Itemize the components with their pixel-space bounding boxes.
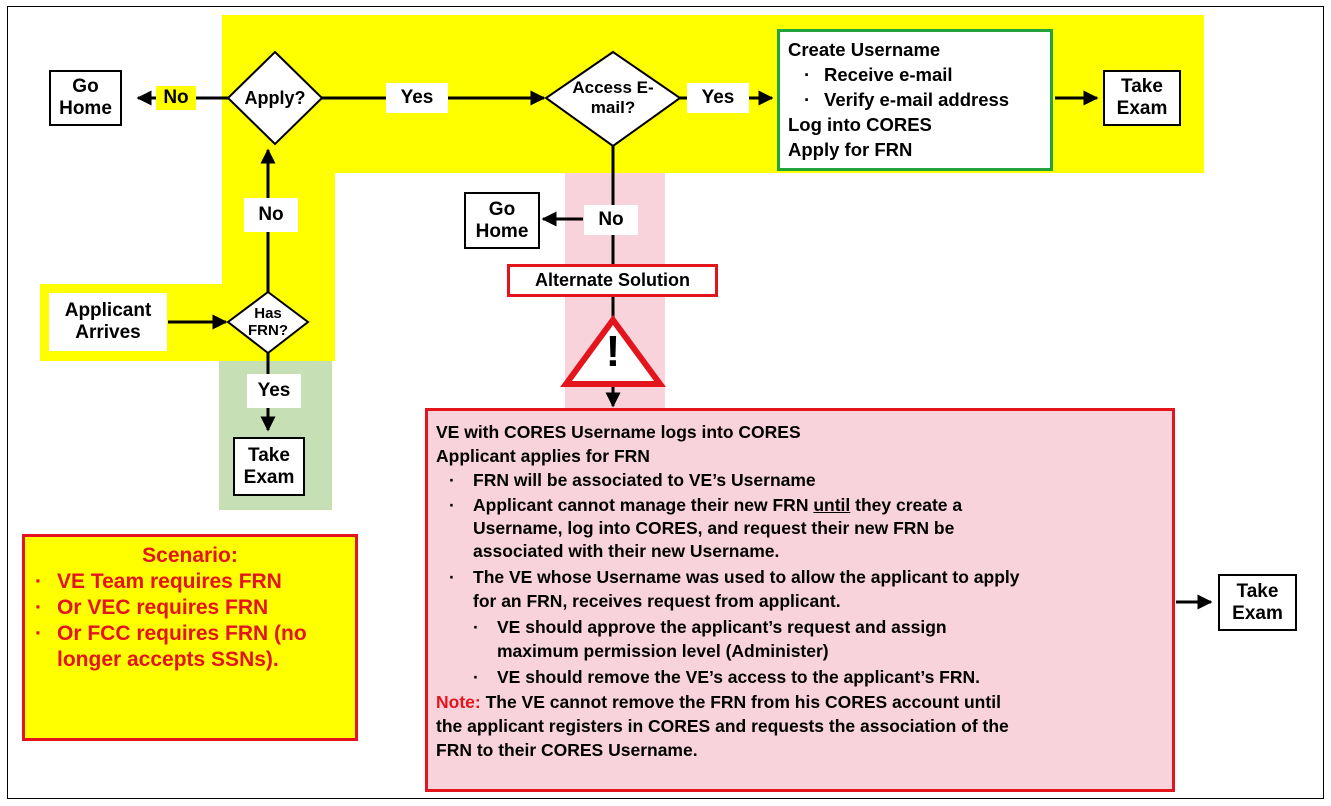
solution-note-line-3: FRN to their CORES Username.: [436, 740, 698, 760]
warning-triangle: [560, 314, 666, 387]
go-home-box-2: Go Home: [464, 192, 540, 249]
edge-label-no-frn: No: [244, 198, 298, 232]
apply-diamond: [226, 50, 324, 146]
solution-note-line-2: the applicant registers in CORES and req…: [436, 716, 1009, 736]
scenario-box: Scenario: VE Team requires FRN Or VEC re…: [22, 534, 358, 741]
solution-sub-bullet-2: VE should remove the VE’s access to the …: [473, 666, 980, 688]
edge-label-yes-email: Yes: [687, 83, 749, 113]
applicant-arrives-box: Applicant Arrives: [49, 293, 167, 351]
has-frn-question: Has FRN?: [248, 304, 288, 339]
scenario-title: Scenario:: [142, 544, 238, 567]
scenario-item-1: VE Team requires FRN: [35, 569, 345, 595]
solution-bullet-2: Applicant cannot manage their new FRN un…: [449, 494, 962, 516]
edge-label-yes-apply: Yes: [386, 83, 448, 113]
access-email-diamond: [544, 50, 682, 148]
note-label: Note:: [436, 692, 481, 712]
edge-label-no-email: No: [584, 205, 638, 235]
solution-box: VE with CORES Username logs into CORES A…: [425, 408, 1175, 792]
verify-email-bullet: ·Verify e-mail address: [804, 89, 1010, 110]
edge-label-yes-frn: Yes: [247, 374, 301, 408]
solution-sub-bullet-1: VE should approve the applicant’s reques…: [473, 616, 947, 638]
solution-bullet-1: FRN will be associated to VE’s Username: [449, 469, 816, 491]
has-frn-diamond: [226, 290, 310, 355]
create-username-box: Create Username ·Receive e-mail ·Verify …: [777, 29, 1053, 171]
apply-for-frn-line: Apply for FRN: [788, 139, 913, 160]
log-into-cores-line: Log into CORES: [788, 114, 932, 135]
scenario-item-3: Or FCC requires FRN (no longer accepts S…: [35, 621, 317, 673]
diagram-frame: [7, 6, 1324, 799]
solution-bullet-3-line-2: for an FRN, receives request from applic…: [473, 591, 841, 611]
until-underlined: until: [813, 495, 851, 515]
access-email-question: Access E-mail?: [572, 78, 654, 117]
apply-question: Apply?: [244, 87, 306, 108]
edge-label-no-apply: No: [156, 86, 196, 110]
solution-note-line-1: Note: The VE cannot remove the FRN from …: [436, 692, 1001, 712]
create-username-line: Create Username: [788, 39, 941, 60]
solution-bullet-3: The VE whose Username was used to allow …: [449, 566, 1020, 588]
scenario-item-2: Or VEC requires FRN: [35, 595, 345, 621]
solution-line-2: Applicant applies for FRN: [436, 446, 650, 466]
solution-sub-bullet-1-line-2: maximum permission level (Administer): [497, 641, 829, 661]
receive-email-bullet: ·Receive e-mail: [804, 64, 953, 85]
take-exam-right: Take Exam: [1218, 574, 1297, 631]
take-exam-bottom: Take Exam: [233, 437, 305, 496]
solution-bullet-2-line-2: Username, log into CORES, and request th…: [473, 518, 955, 538]
alternate-solution-box: Alternate Solution: [507, 264, 718, 297]
go-home-box-1: Go Home: [49, 70, 122, 126]
take-exam-top: Take Exam: [1103, 70, 1181, 126]
solution-bullet-2-line-3: associated with their new Username.: [473, 541, 780, 561]
solution-line-1: VE with CORES Username logs into CORES: [436, 422, 801, 442]
warning-exclamation: !: [605, 327, 621, 376]
